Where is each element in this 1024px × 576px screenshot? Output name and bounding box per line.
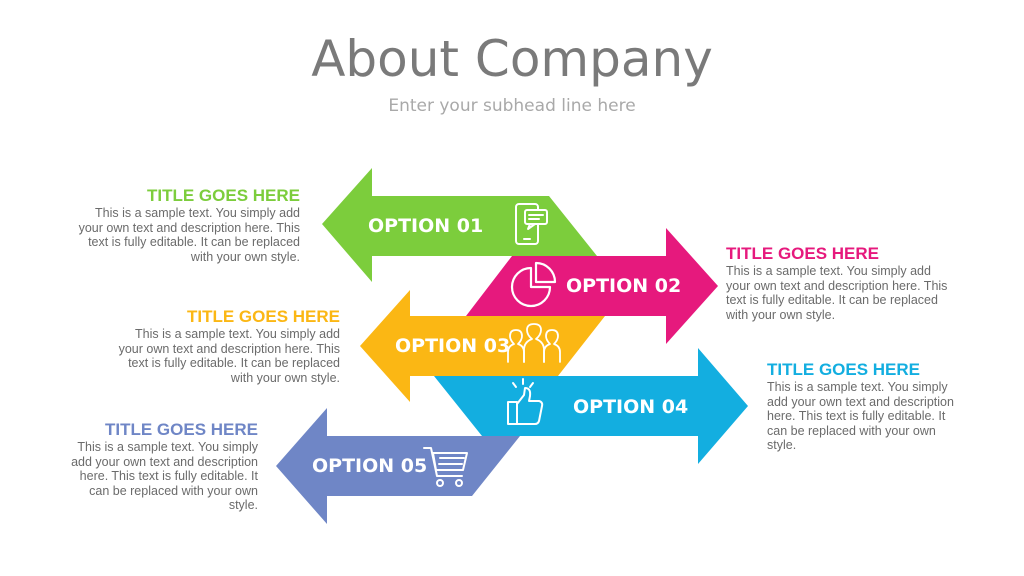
page-subtitle: Enter your subhead line here bbox=[388, 96, 636, 116]
block-4-title: TITLE GOES HERE bbox=[767, 360, 921, 379]
block-1: TITLE GOES HERE This is a sample text. Y… bbox=[30, 186, 300, 264]
text-line: style. bbox=[228, 498, 258, 512]
option-02-arrow[interactable] bbox=[466, 228, 718, 344]
block-2: TITLE GOES HERE This is a sample text. Y… bbox=[726, 244, 996, 322]
thumbs-up-icon bbox=[507, 378, 544, 425]
text-line: This is a sample text. You simply bbox=[767, 380, 948, 394]
text-line: add your own text and description bbox=[71, 454, 258, 469]
block-5: TITLE GOES HERE This is a sample text. Y… bbox=[20, 420, 258, 513]
mobile-message-icon bbox=[515, 203, 548, 245]
text-line: text is fully editable. It can be replac… bbox=[88, 235, 300, 249]
team-people-icon bbox=[507, 323, 561, 363]
text-line: text is fully editable. It can be replac… bbox=[128, 356, 340, 370]
option-04-arrow[interactable] bbox=[434, 348, 748, 464]
text-line: your own text and description here. This bbox=[118, 341, 340, 356]
text-line: here. This text is fully editable. It bbox=[79, 469, 258, 483]
text-line: This is a sample text. You simply add bbox=[135, 327, 340, 341]
option-02-label: OPTION 02 bbox=[566, 275, 681, 297]
text-line: can be replaced with your own bbox=[89, 483, 258, 498]
pie-chart-icon bbox=[510, 261, 557, 308]
text-line: This is a sample text. You simply add bbox=[95, 206, 300, 220]
text-line: with your own style. bbox=[190, 249, 300, 264]
block-1-title: TITLE GOES HERE bbox=[146, 186, 300, 205]
option-03-arrow[interactable] bbox=[360, 290, 605, 402]
option-05-label: OPTION 05 bbox=[312, 455, 427, 477]
text-line: style. bbox=[767, 438, 797, 452]
text-line: here. This text is fully editable. It bbox=[767, 409, 946, 423]
option-01-arrow[interactable] bbox=[322, 168, 597, 282]
text-line: This is a sample text. You simply add bbox=[726, 264, 931, 278]
block-5-title: TITLE GOES HERE bbox=[104, 420, 258, 439]
text-line: This is a sample text. You simply bbox=[77, 440, 258, 454]
text-line: can be replaced with your own bbox=[767, 423, 936, 438]
text-line: your own text and description here. This bbox=[726, 278, 948, 293]
option-03-label: OPTION 03 bbox=[395, 335, 510, 357]
text-line: with your own style. bbox=[230, 370, 340, 385]
text-line: with your own style. bbox=[726, 307, 836, 322]
shopping-cart-icon bbox=[423, 447, 468, 487]
text-line: add your own text and description bbox=[767, 394, 954, 409]
text-line: your own text and description here. This bbox=[78, 220, 300, 235]
block-4: TITLE GOES HERE This is a sample text. Y… bbox=[767, 360, 1007, 453]
text-line: text is fully editable. It can be replac… bbox=[726, 293, 938, 307]
page-title: About Company bbox=[311, 30, 713, 88]
option-04-label: OPTION 04 bbox=[573, 396, 688, 418]
block-3: TITLE GOES HERE This is a sample text. Y… bbox=[70, 307, 340, 385]
option-05-arrow[interactable] bbox=[276, 408, 520, 524]
block-3-title: TITLE GOES HERE bbox=[186, 307, 340, 326]
block-2-title: TITLE GOES HERE bbox=[726, 244, 880, 263]
option-01-label: OPTION 01 bbox=[368, 215, 483, 237]
